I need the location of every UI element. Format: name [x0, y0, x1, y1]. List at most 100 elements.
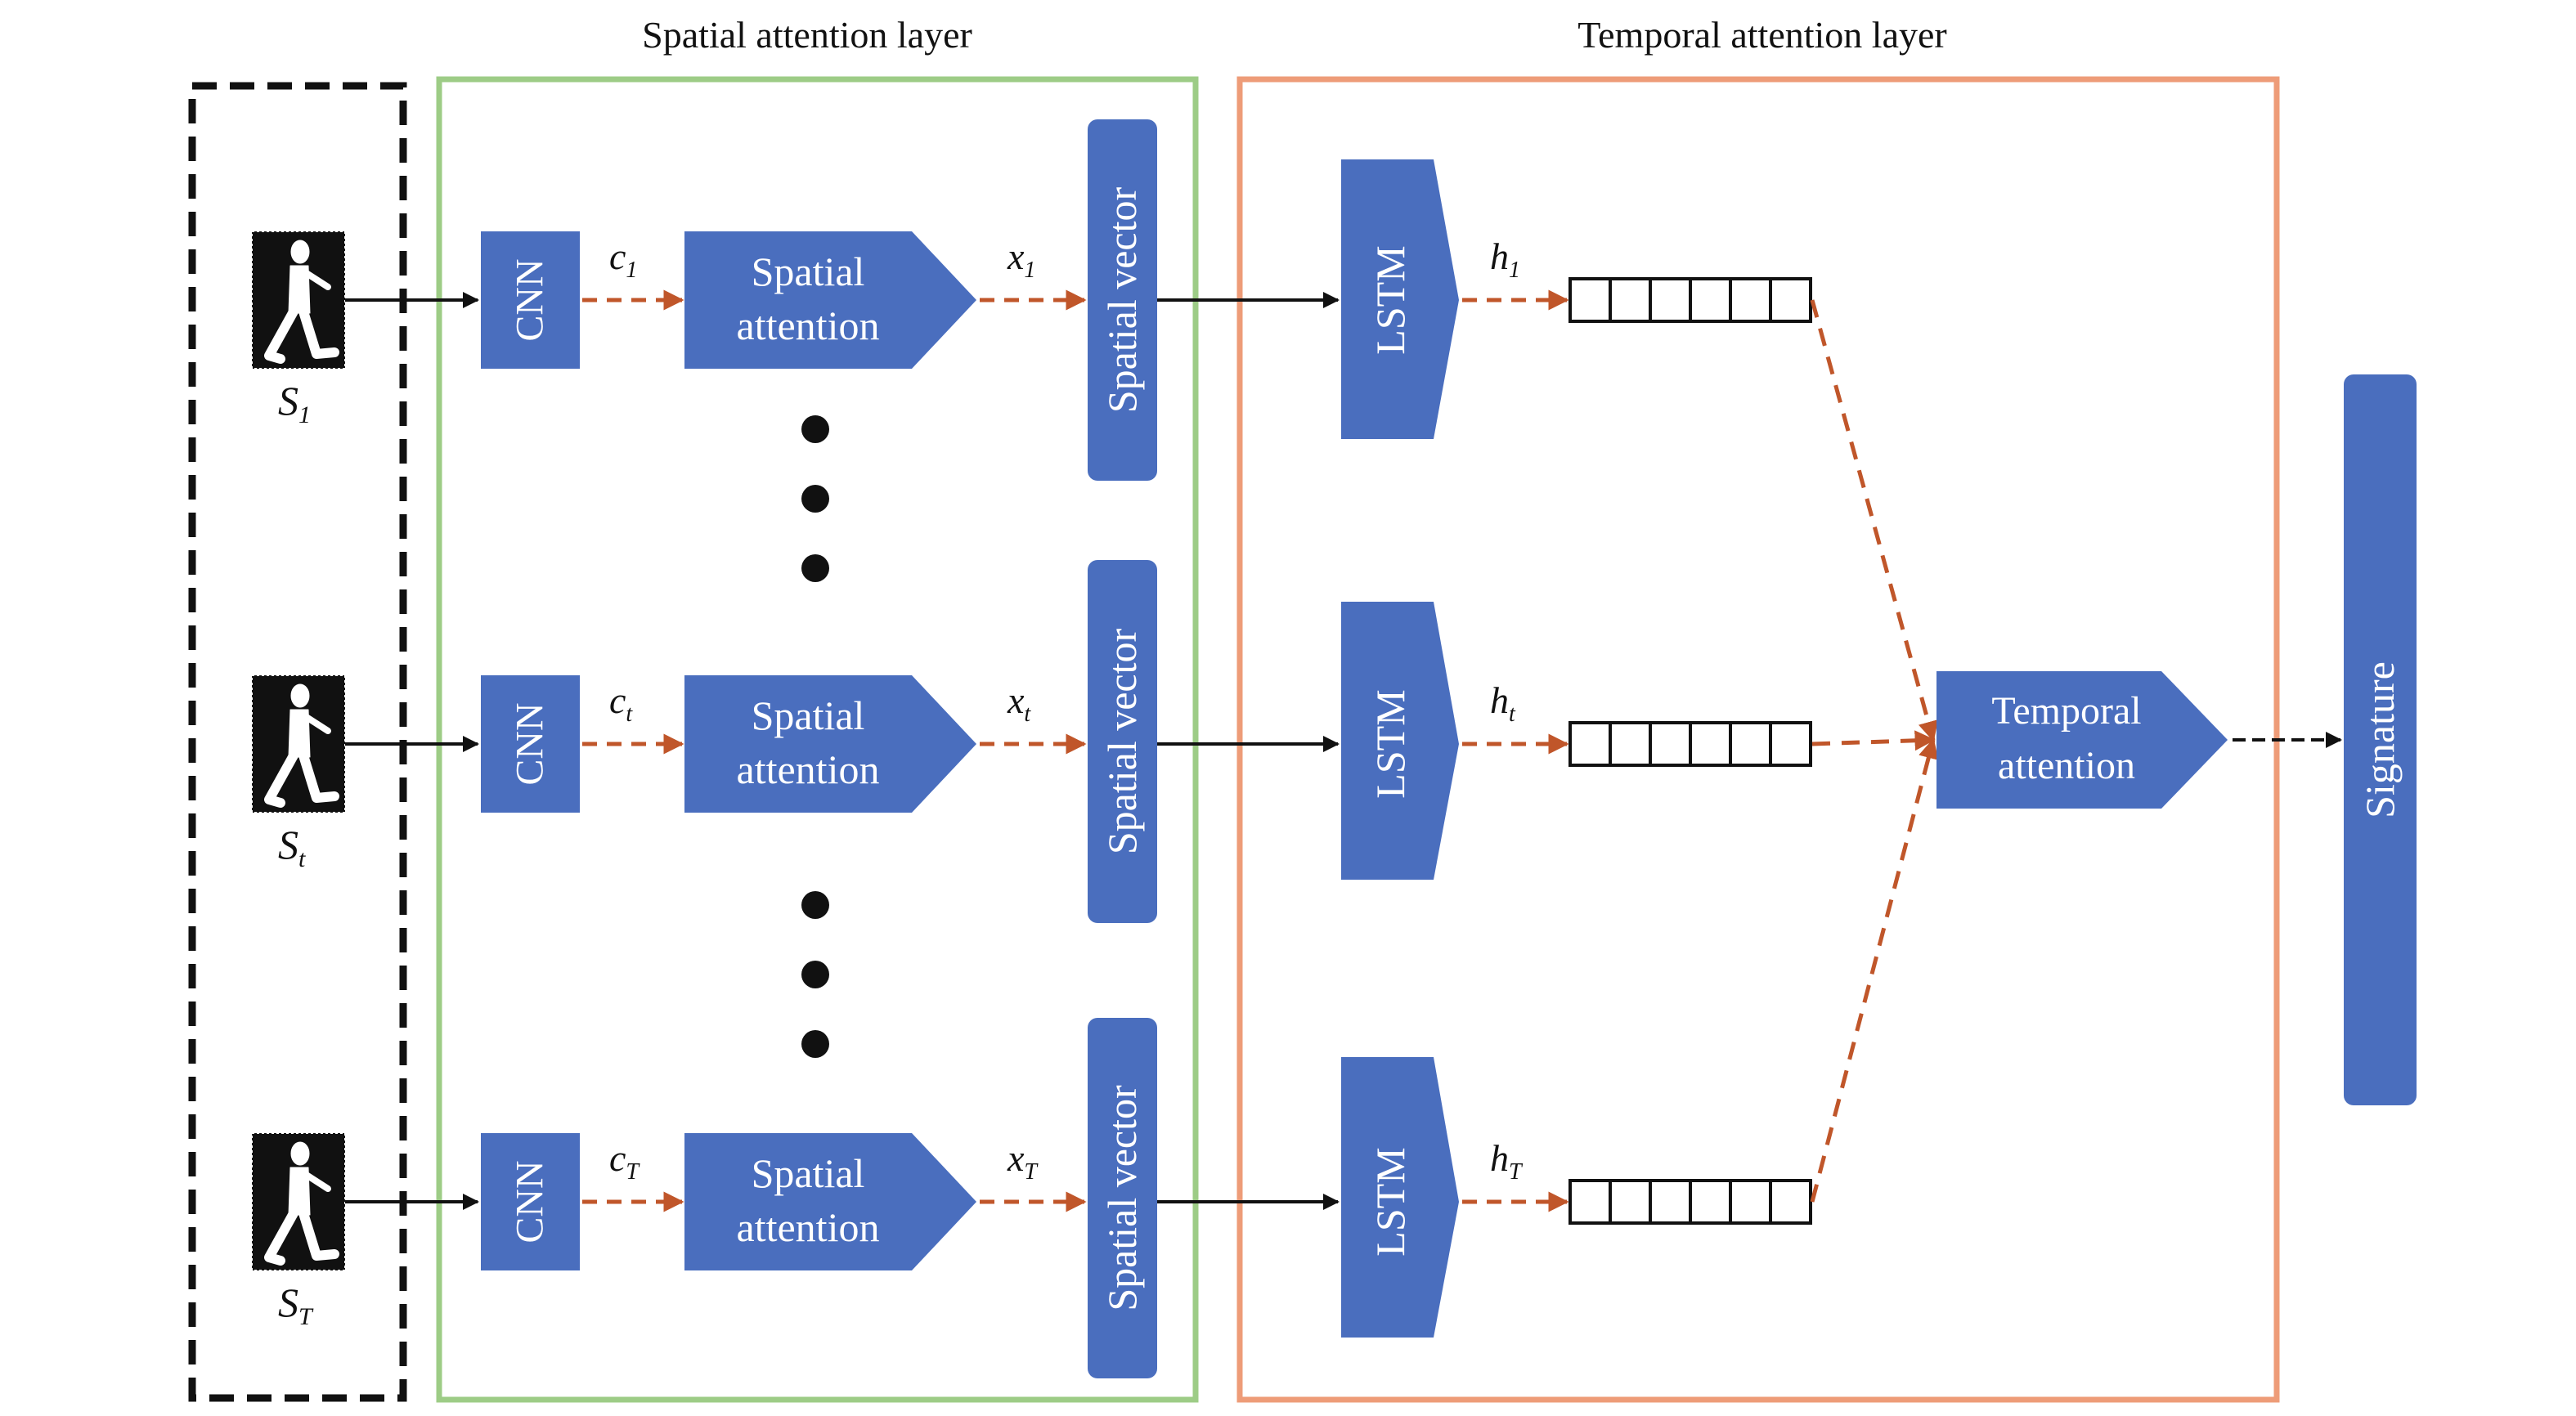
- temporal-attention-block: Temporal attention: [1936, 671, 2228, 809]
- spatial-vector-block: Spatial vector: [1088, 560, 1157, 923]
- spatial-attention-layer-box: [436, 76, 1199, 1403]
- hidden-state-cell: [1689, 1179, 1732, 1225]
- hidden-state-label-subscript: T: [1509, 1159, 1524, 1185]
- lstm-shape: [1341, 1057, 1459, 1338]
- spatial-vector-label: Spatial vector: [1099, 1085, 1145, 1311]
- frame-label: St: [278, 822, 306, 872]
- spatial-attention-block: Spatial attention: [684, 675, 976, 813]
- hidden-state-cell: [1729, 721, 1772, 767]
- cnn-block: CNN: [481, 231, 580, 369]
- lstm-block: LSTM: [1341, 602, 1459, 880]
- ellipsis-dot: [801, 415, 829, 443]
- walking-person-icon: [264, 683, 339, 808]
- attended-feature-label-main: x: [1007, 679, 1025, 721]
- attended-feature-label-main: x: [1007, 235, 1025, 277]
- frame-label: ST: [278, 1279, 314, 1330]
- cnn-label: CNN: [509, 702, 552, 785]
- hidden-state-label-main: h: [1490, 1137, 1509, 1179]
- hidden-state-label: ht: [1490, 679, 1516, 727]
- spatial-attention-label-line2: attention: [737, 746, 880, 792]
- frame-label-main: S: [278, 1279, 298, 1325]
- hidden-state-label-main: h: [1490, 679, 1509, 721]
- cnn-block: CNN: [481, 675, 580, 813]
- hidden-state-vector: [1568, 721, 1812, 767]
- cnn-label: CNN: [509, 1160, 552, 1243]
- spatial-vector-shape: [1088, 1018, 1157, 1378]
- lstm-label: LSTM: [1367, 689, 1413, 798]
- hidden-state-label-main: h: [1490, 235, 1509, 277]
- lstm-block: LSTM: [1341, 1057, 1459, 1338]
- ellipsis-dots: [801, 415, 829, 582]
- ellipsis-dots: [801, 891, 829, 1058]
- hidden-state-cell: [1609, 1179, 1652, 1225]
- ellipsis-dot: [801, 554, 829, 582]
- lstm-shape: [1341, 602, 1459, 880]
- spatial-vector-block: Spatial vector: [1088, 119, 1157, 481]
- feature-map-label-main: c: [609, 1137, 626, 1179]
- cnn-block: CNN: [481, 1133, 580, 1270]
- hidden-state-cell: [1729, 277, 1772, 323]
- spatial-attention-label-line1: Spatial: [752, 1150, 865, 1196]
- frame-label-main: S: [278, 378, 298, 423]
- temporal-attention-label-line1: Temporal: [1991, 689, 2141, 733]
- hidden-state-label-subscript: t: [1509, 701, 1516, 727]
- hidden-state-cell: [1689, 277, 1732, 323]
- hidden-state-cell: [1568, 1179, 1612, 1225]
- input-frame: [251, 231, 346, 370]
- cnn-label: CNN: [509, 258, 552, 341]
- cnn-shape: [481, 675, 580, 813]
- frame-label: S1: [278, 378, 311, 428]
- feature-map-label: ct: [609, 679, 633, 727]
- hidden-state-cell: [1568, 721, 1612, 767]
- feature-map-label-subscript: t: [626, 701, 633, 727]
- spatial-attention-label-line1: Spatial: [752, 692, 865, 738]
- frame-label-subscript: T: [298, 1303, 314, 1330]
- signature-shape: [2344, 374, 2417, 1105]
- hidden-state-label: h1: [1490, 235, 1520, 283]
- hidden-state-cell: [1609, 721, 1652, 767]
- spatial-layer-title: Spatial attention layer: [642, 14, 972, 56]
- spatial-attention-shape: [684, 231, 976, 369]
- hidden-state-vector: [1568, 277, 1812, 323]
- hidden-to-temporal-attention-arrow: [1811, 730, 1936, 751]
- hidden-state-label-subscript: 1: [1509, 258, 1520, 283]
- attended-feature-label-subscript: t: [1024, 701, 1031, 727]
- signature-label: Signature: [2357, 661, 2403, 818]
- lstm-label: LSTM: [1367, 1147, 1413, 1256]
- spatial-vector-label: Spatial vector: [1099, 187, 1145, 414]
- walking-person-icon: [264, 240, 339, 364]
- temporal-attention-shape: [1936, 671, 2228, 809]
- spatial-attention-label-line2: attention: [737, 1204, 880, 1250]
- walking-person-icon: [264, 1141, 339, 1266]
- hidden-state-cell: [1769, 1179, 1812, 1225]
- temporal-layer-title: Temporal attention layer: [1577, 14, 1947, 56]
- ellipsis-dot: [801, 485, 829, 513]
- input-frame: [251, 674, 346, 813]
- hidden-to-temporal-attention-arrow: [1810, 299, 1939, 742]
- cnn-shape: [481, 1133, 580, 1270]
- hidden-state-cell: [1769, 277, 1812, 323]
- temporal-attention-label-line2: attention: [1998, 744, 2135, 787]
- spatial-vector-label: Spatial vector: [1099, 629, 1145, 855]
- attended-feature-label: xT: [1007, 1137, 1039, 1185]
- hidden-state-cell: [1609, 277, 1652, 323]
- spatial-attention-shape: [684, 675, 976, 813]
- hidden-state-cell: [1769, 721, 1812, 767]
- signature-block: Signature: [2344, 374, 2417, 1105]
- hidden-state-cell: [1568, 277, 1612, 323]
- hidden-state-cell: [1729, 1179, 1772, 1225]
- feature-map-label-subscript: 1: [626, 258, 637, 283]
- cnn-shape: [481, 231, 580, 369]
- spatial-vector-shape: [1088, 119, 1157, 481]
- input-frame: [251, 1132, 346, 1271]
- feature-map-label-subscript: T: [626, 1159, 640, 1185]
- hidden-state-cell: [1649, 277, 1692, 323]
- spatial-vector-shape: [1088, 560, 1157, 923]
- spatial-attention-shape: [684, 1133, 976, 1270]
- hidden-state-vector: [1568, 1179, 1812, 1225]
- feature-map-label: c1: [609, 235, 637, 283]
- feature-map-label: cT: [609, 1137, 640, 1185]
